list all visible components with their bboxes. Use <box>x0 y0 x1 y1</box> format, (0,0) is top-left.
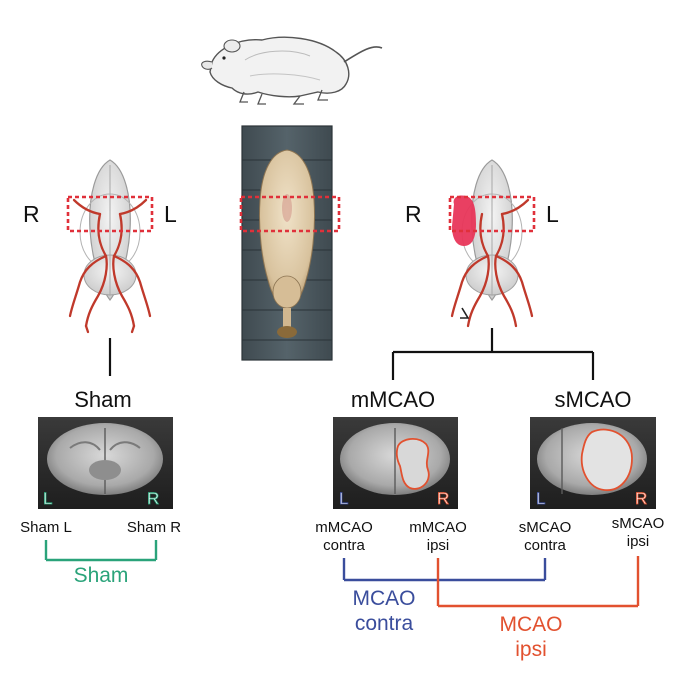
rat-illustration <box>201 36 383 105</box>
sample-mmcao-ipsi-line1: mMCAO <box>409 519 467 536</box>
mri-sham-left-label: L <box>43 489 52 508</box>
pool-label-mcao-contra-line2: contra <box>355 612 414 635</box>
bracket-mcao-ipsi <box>436 556 640 608</box>
group-label-smcao: sMCAO <box>555 387 632 412</box>
sample-smcao-ipsi-line2: ipsi <box>627 533 650 550</box>
group-connectors <box>108 328 595 380</box>
sample-mmcao-contra-line1: mMCAO <box>315 519 373 536</box>
pool-label-mcao-ipsi-line1: MCAO <box>500 613 563 636</box>
mri-mmcao-left-label: L <box>339 489 348 508</box>
mri-sham-right-label: R <box>147 489 159 508</box>
brain-right-l-label: L <box>546 201 559 227</box>
sample-smcao-ipsi-line1: sMCAO <box>612 515 665 532</box>
sample-mmcao-ipsi-line2: ipsi <box>427 537 450 554</box>
brain-right-r-label: R <box>405 201 422 227</box>
brain-left-l-label: L <box>164 201 177 227</box>
sample-mmcao-contra-line2: contra <box>323 537 365 554</box>
sample-smcao-contra-line1: sMCAO <box>519 519 572 536</box>
lesion-outline-mmcao <box>395 438 430 490</box>
bracket-mcao-contra <box>342 558 547 582</box>
brain-schematic-sham <box>66 159 154 334</box>
mri-sham: L R <box>38 417 173 509</box>
group-label-mmcao: mMCAO <box>351 387 435 412</box>
pool-label-sham: Sham <box>74 564 129 587</box>
sample-smcao-contra-line2: contra <box>524 537 566 554</box>
brain-schematic-mcao <box>448 159 536 328</box>
infarct-area <box>452 195 476 246</box>
mri-smcao-left-label: L <box>536 489 545 508</box>
sample-sham-r: Sham R <box>127 519 181 536</box>
mri-mmcao: L R <box>333 417 458 509</box>
mri-smcao: L R <box>530 417 656 509</box>
pool-label-mcao-contra-line1: MCAO <box>353 587 416 610</box>
group-label-sham: Sham <box>74 387 131 412</box>
brain-left-r-label: R <box>23 201 40 227</box>
sample-sham-l: Sham L <box>20 519 72 536</box>
pool-label-mcao-ipsi-line2: ipsi <box>515 638 547 661</box>
bracket-sham <box>44 540 158 562</box>
brain-photo <box>239 125 341 361</box>
mri-smcao-right-label: R <box>635 489 647 508</box>
mri-mmcao-right-label: R <box>437 489 449 508</box>
lesion-outline-smcao <box>580 428 633 491</box>
